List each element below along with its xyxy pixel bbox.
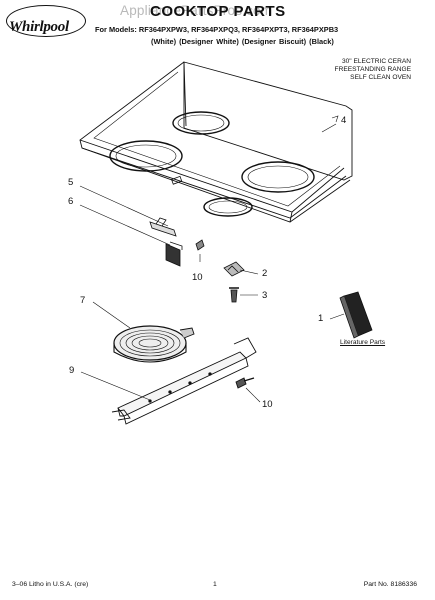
callout-4: 4 bbox=[341, 115, 347, 126]
color-list: (White) (Designer White) (Designer Biscu… bbox=[151, 37, 334, 46]
callout-9: 9 bbox=[69, 365, 75, 376]
clip-and-screw bbox=[223, 261, 245, 303]
model-list: For Models: RF364PXPW3, RF364PXPQ3, RF36… bbox=[95, 25, 339, 34]
callout-5: 5 bbox=[68, 177, 74, 188]
leader-lines bbox=[79, 115, 345, 403]
description-line-1: 30" ELECTRIC CERAN bbox=[341, 58, 411, 65]
cooktop-assembly bbox=[79, 61, 353, 223]
callout-1: 1 bbox=[318, 313, 324, 324]
page-title: COOKTOP PARTS bbox=[150, 3, 286, 20]
callout-10-upper: 10 bbox=[192, 272, 203, 283]
whirlpool-logo: Whirlpool bbox=[6, 5, 88, 39]
description-line-3: SELF CLEAN OVEN bbox=[350, 74, 411, 81]
callout-3: 3 bbox=[262, 290, 268, 301]
callout-7: 7 bbox=[80, 295, 86, 306]
logo-ring bbox=[6, 5, 86, 37]
surface-element bbox=[113, 325, 195, 363]
footer-page-number: 1 bbox=[213, 581, 217, 588]
callout-10-lower: 10 bbox=[262, 399, 273, 410]
literature-parts-label: Literature Parts bbox=[340, 339, 386, 346]
burner-rings bbox=[109, 111, 315, 217]
footer-part-number: Part No. 8186336 bbox=[363, 581, 417, 588]
footer-litho: 3–06 Litho in U.S.A. (cre) bbox=[12, 581, 89, 588]
description-line-2: FREESTANDING RANGE bbox=[334, 66, 411, 73]
callout-2: 2 bbox=[262, 268, 268, 279]
switch-bracket bbox=[149, 217, 205, 267]
brand-name: Whirlpool bbox=[9, 19, 69, 35]
literature-booklet bbox=[339, 291, 373, 339]
callout-6: 6 bbox=[68, 196, 74, 207]
watermark: AppliancePartsPros.com bbox=[120, 3, 273, 18]
